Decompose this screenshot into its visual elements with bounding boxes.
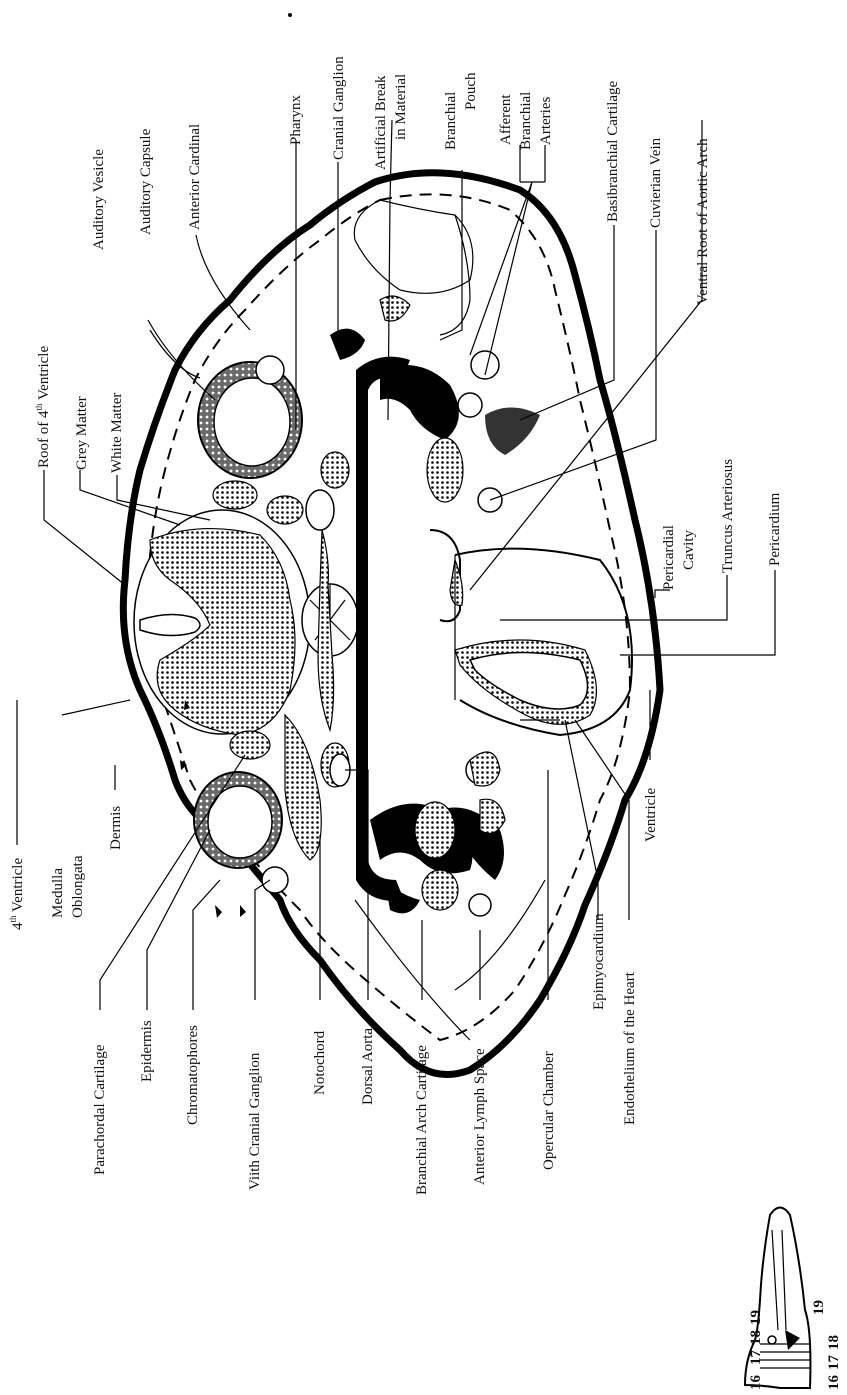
label-notochord: Notochord — [312, 1030, 328, 1095]
fourth-ventricle-cavity — [140, 614, 200, 635]
label-viith-cranial-ganglion: Viith Cranial Ganglion — [247, 1052, 263, 1190]
label-pericardium: Pericardium — [767, 492, 783, 566]
label-parachordal-cartilage: Parachordal Cartilage — [92, 1044, 108, 1175]
label-ventral-root-aortic-arch: Ventral Root of Aortic Arch — [695, 138, 711, 305]
label-roof-4th-ventricle: Roof of 4th Ventricle — [34, 346, 52, 468]
section-drawing — [123, 13, 660, 1075]
label-auditory-vesicle: Auditory Vesicle — [91, 149, 107, 250]
label-pharynx: Pharynx — [288, 95, 304, 145]
label-truncus-arteriosus: Truncus Arteriosus — [720, 459, 736, 573]
label-artificial-break-1: Artificial Break — [373, 75, 389, 170]
label-auditory-capsule: Auditory Capsule — [138, 128, 154, 235]
orientation-tadpole: 16 17 18 19 16 17 18 19 — [745, 1208, 842, 1391]
label-artificial-break-2: in Material — [393, 74, 409, 140]
marker-bottom-17: 17 — [826, 1355, 842, 1371]
label-branchial-pouch-2: Pouch — [463, 72, 479, 110]
label-basibranchial-cartilage: Basibranchial Cartilage — [605, 80, 621, 222]
label-medulla-1: Medulla — [50, 868, 66, 918]
label-epidermis: Epidermis — [139, 1020, 155, 1082]
label-white-matter: White Matter — [109, 393, 125, 473]
label-afferent-3: Arteries — [538, 97, 554, 145]
label-chromatophores: Chromatophores — [185, 1025, 201, 1125]
branchial-chamber-top — [354, 200, 473, 293]
branchial-arch-top — [380, 365, 459, 440]
label-medulla-2: Oblongata — [70, 855, 86, 918]
marker-bottom-18: 18 — [826, 1335, 842, 1350]
marker-top-18: 18 — [748, 1330, 764, 1345]
label-anterior-lymph-space: Anterior Lymph Space — [472, 1048, 488, 1185]
label-afferent-2: Branchial — [518, 92, 534, 150]
label-pericardial-cavity-2: Cavity — [681, 530, 697, 570]
marker-bottom-19: 19 — [811, 1300, 827, 1315]
marker-top-19: 19 — [748, 1310, 764, 1325]
label-branchial-arch-cartilage: Branchial Arch Cartilage — [414, 1045, 430, 1195]
label-dermis: Dermis — [108, 806, 124, 850]
marker-top-16: 16 — [748, 1375, 764, 1391]
label-anterior-cardinal: Anterior Cardinal — [187, 124, 203, 230]
auditory-vesicle-top — [214, 378, 290, 466]
label-cuvierian-vein: Cuvierian Vein — [648, 137, 664, 228]
label-4th-ventricle: 4th Ventricle — [8, 858, 26, 930]
marker-bottom-16: 16 — [826, 1375, 842, 1391]
label-dorsal-aorta: Dorsal Aorta — [360, 1028, 376, 1105]
marker-top-17: 17 — [748, 1350, 764, 1366]
label-branchial-pouch-1: Branchial — [443, 92, 459, 150]
label-endothelium-heart: Endothelium of the Heart — [622, 971, 638, 1125]
label-pericardial-cavity-1: Pericardial — [661, 525, 677, 590]
label-afferent-1: Afferent — [498, 94, 514, 145]
label-epimyocardium: Epimyocardium — [591, 913, 607, 1010]
label-ventricle: Ventricle — [643, 788, 659, 842]
label-grey-matter: Grey Matter — [74, 396, 90, 470]
label-cranial-ganglion: Cranial Ganglion — [331, 56, 347, 160]
label-opercular-chamber: Opercular Chamber — [541, 1051, 557, 1170]
